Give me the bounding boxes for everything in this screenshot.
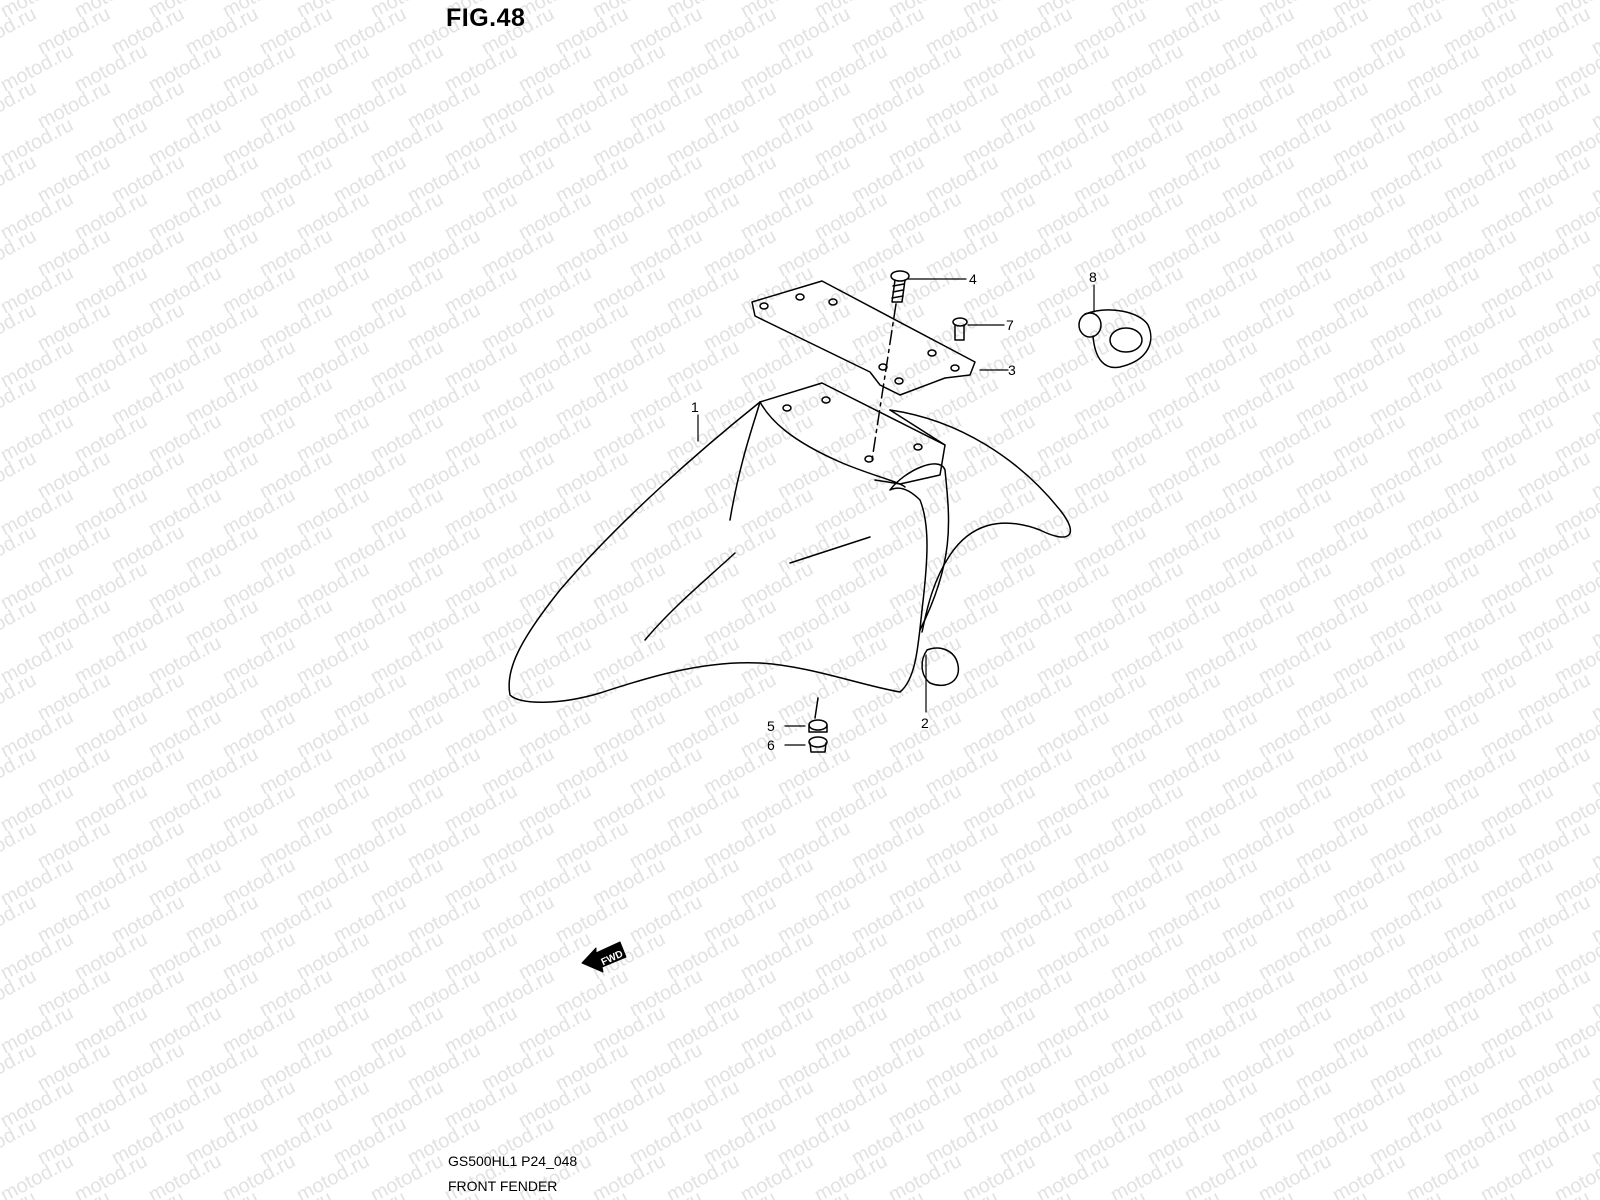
callout-1: 1 bbox=[691, 399, 699, 415]
callout-2: 2 bbox=[921, 715, 929, 731]
alignment-line bbox=[871, 303, 897, 461]
bracket-part bbox=[751, 280, 976, 396]
callout-7: 7 bbox=[1006, 317, 1014, 333]
callout-6: 6 bbox=[767, 737, 775, 753]
nut-6-part bbox=[808, 736, 828, 753]
nut-5-part bbox=[808, 697, 828, 733]
screw-4-part bbox=[890, 270, 910, 303]
grommet-part bbox=[1078, 309, 1152, 369]
fwd-arrow-icon: FWD bbox=[581, 941, 627, 973]
fender-part bbox=[508, 382, 1072, 703]
figure-title: FIG.48 bbox=[446, 4, 526, 32]
screw-7-part bbox=[952, 317, 968, 341]
callout-5: 5 bbox=[767, 718, 775, 734]
callout-4: 4 bbox=[969, 271, 977, 287]
leader-lines bbox=[697, 278, 1095, 746]
figure-caption: FRONT FENDER bbox=[448, 1178, 558, 1194]
callout-8: 8 bbox=[1089, 269, 1097, 285]
figure-code: GS500HL1 P24_048 bbox=[448, 1153, 578, 1169]
clip-part bbox=[921, 647, 960, 687]
callout-3: 3 bbox=[1008, 362, 1016, 378]
